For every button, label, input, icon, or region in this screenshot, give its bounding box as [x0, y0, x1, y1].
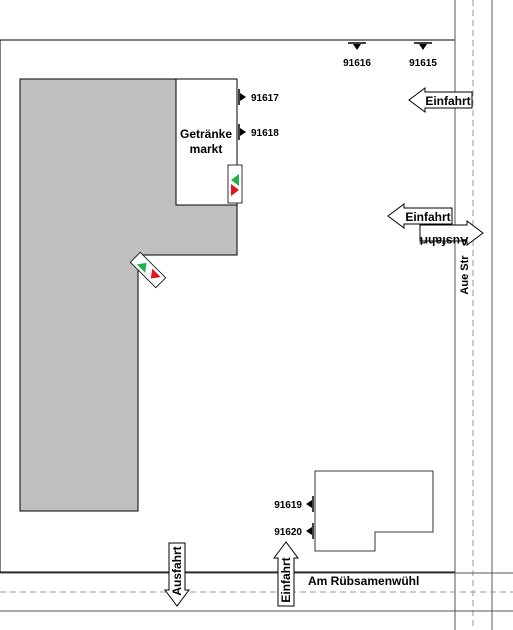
- arrow-left-icon: [387, 203, 453, 229]
- door-label-91620: 91620: [274, 527, 302, 538]
- building-name-line2: markt: [190, 142, 223, 156]
- door-label-91618: 91618: [251, 128, 279, 139]
- door-label-91615: 91615: [409, 58, 437, 69]
- arrow-right-icon: [240, 93, 246, 101]
- street-label-south: Am Rübsamenwühl: [308, 574, 419, 588]
- getraenkemarkt-building: [175, 78, 238, 206]
- arrow-up-icon: [273, 541, 299, 607]
- entry-arrow-east-top: Einfahrt: [408, 87, 473, 113]
- arrow-down-icon: [353, 44, 361, 50]
- signal-box-store: [227, 164, 243, 204]
- arrow-left-icon: [306, 527, 312, 535]
- arrow-right-icon: [419, 220, 484, 246]
- door-marker-91619: 91619: [274, 496, 314, 512]
- entry-arrow-south: Einfahrt: [273, 541, 299, 607]
- street-label-east: Aue Str: [459, 255, 471, 295]
- exit-arrow-east-mid: Ausfahrt: [419, 220, 484, 248]
- lot-boundary: [0, 39, 455, 573]
- entry-label-east-mid: Einfahrt: [405, 210, 450, 224]
- green-signal-icon: [136, 262, 147, 273]
- exit-label-south: Ausfahrt: [170, 546, 184, 595]
- arrow-down-icon: [164, 542, 190, 607]
- arrow-down-icon: [419, 44, 427, 50]
- entry-label-south: Einfahrt: [279, 557, 293, 602]
- entry-label-east-top: Einfahrt: [425, 94, 470, 108]
- arrow-left-icon: [408, 87, 473, 113]
- building-name-line1: Getränke: [180, 127, 232, 141]
- exit-arrow-south: Ausfahrt: [164, 542, 190, 607]
- arrow-left-icon: [306, 500, 312, 508]
- exit-label-east-mid: Ausfahrt: [419, 234, 468, 248]
- small-building: [314, 470, 434, 552]
- door-marker-91615: 91615: [409, 42, 437, 69]
- entry-arrow-east-mid: Einfahrt: [387, 203, 453, 229]
- red-signal-icon: [150, 268, 161, 279]
- green-signal-icon: [231, 174, 239, 186]
- signal-box-diagonal: [129, 251, 167, 289]
- door-marker-91616: 91616: [343, 42, 371, 69]
- door-marker-91618: 91618: [238, 124, 279, 140]
- red-signal-icon: [231, 184, 239, 196]
- door-label-91616: 91616: [343, 58, 371, 69]
- door-label-91617: 91617: [251, 93, 279, 104]
- door-marker-91620: 91620: [274, 523, 314, 539]
- south-street: [0, 572, 513, 612]
- door-label-91619: 91619: [274, 500, 302, 511]
- door-marker-91617: 91617: [238, 89, 279, 105]
- arrow-right-icon: [240, 128, 246, 136]
